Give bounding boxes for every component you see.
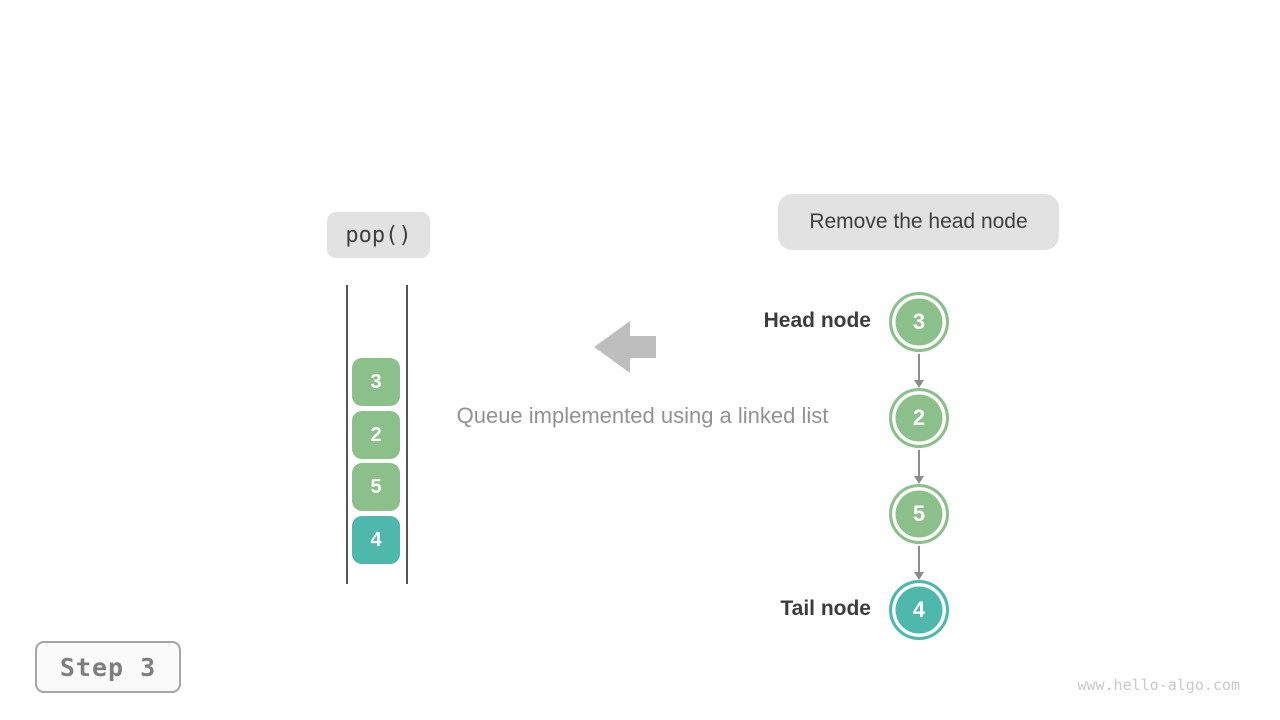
left-block-arrow-icon <box>594 319 656 380</box>
diagram-caption: Queue implemented using a linked list <box>456 403 829 428</box>
linked-list-node: 2 <box>889 388 949 448</box>
step-badge: Step 3 <box>35 641 181 693</box>
pop-operation-label: pop() <box>327 212 430 258</box>
stack-item: 2 <box>352 411 400 459</box>
stack-item: 5 <box>352 463 400 511</box>
down-arrow-icon <box>914 450 924 484</box>
head-node-label: Head node <box>763 309 871 332</box>
tail-node-label: Tail node <box>780 597 871 620</box>
linked-list-node: 5 <box>889 484 949 544</box>
stack-item: 4 <box>352 516 400 564</box>
down-arrow-icon <box>914 546 924 580</box>
linked-list-node: 3 <box>889 292 949 352</box>
down-arrow-icon <box>914 354 924 388</box>
stack-item: 3 <box>352 358 400 406</box>
stack-wall-left <box>346 285 348 584</box>
watermark-text: www.hello-algo.com <box>1077 676 1240 694</box>
stack-wall-right <box>406 285 408 584</box>
annotation-label: Remove the head node <box>778 194 1059 250</box>
linked-list-node: 4 <box>889 580 949 640</box>
